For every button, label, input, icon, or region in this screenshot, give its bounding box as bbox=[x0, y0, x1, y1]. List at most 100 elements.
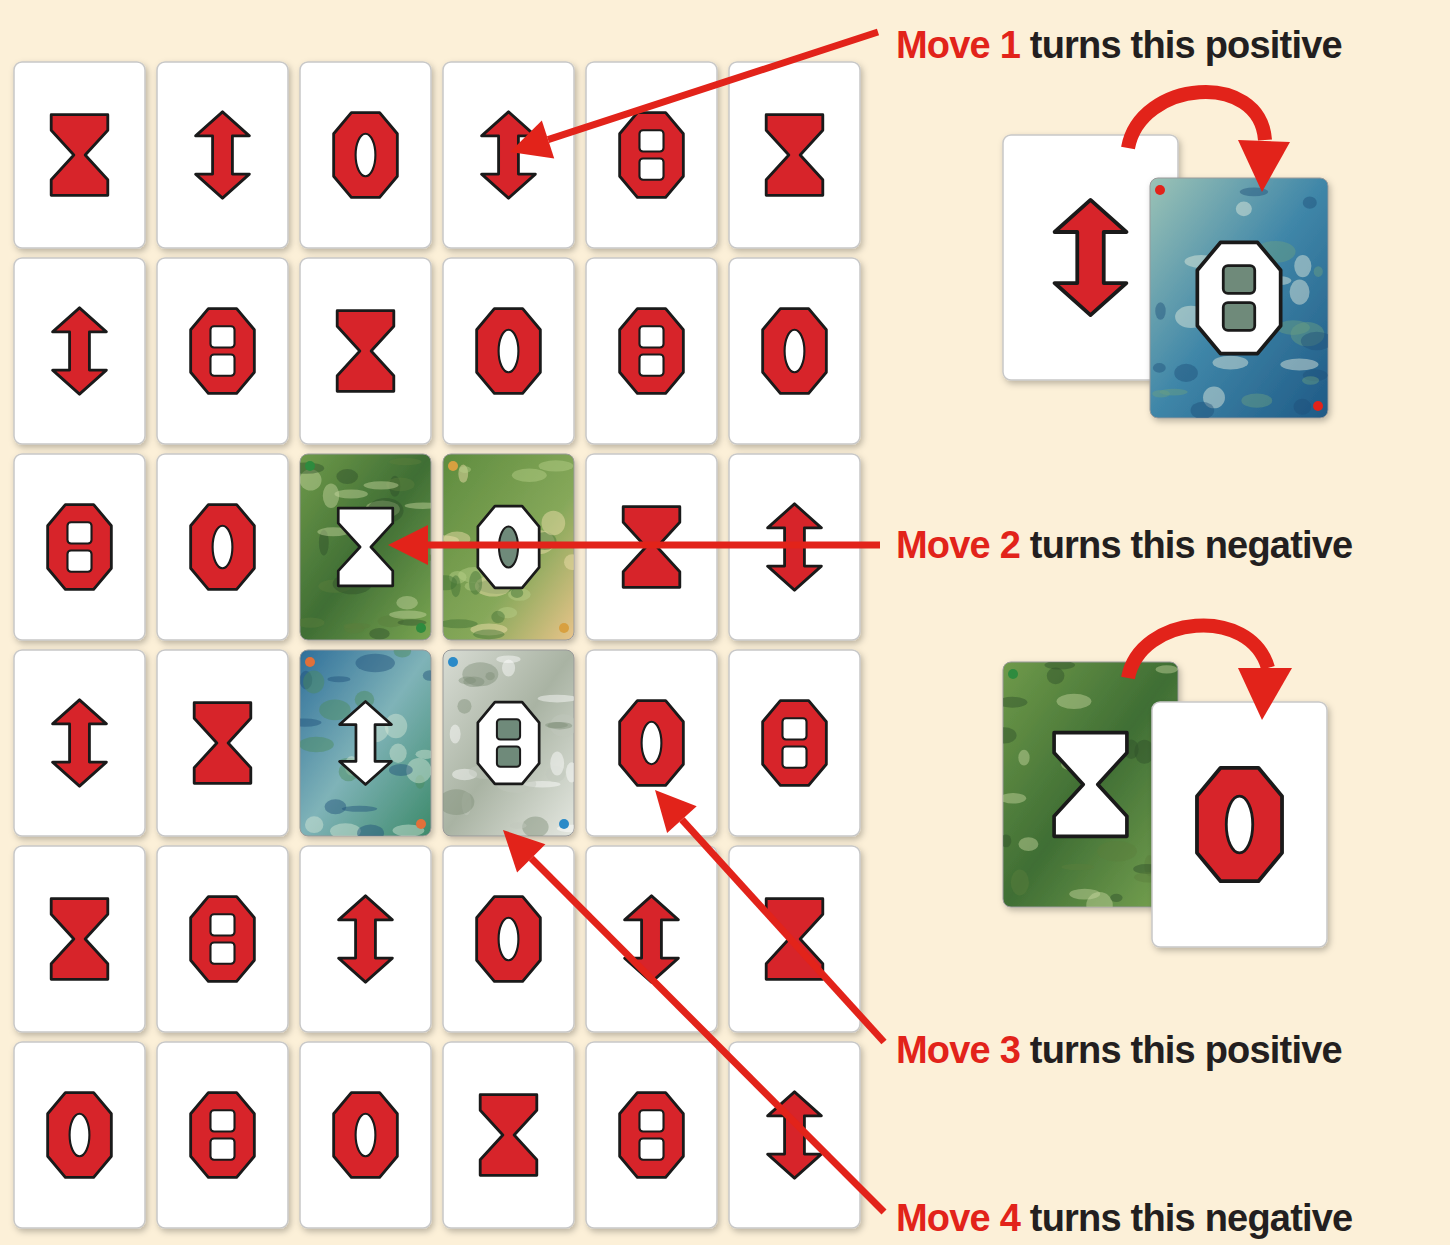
card-texture bbox=[300, 718, 321, 726]
symbol-hole bbox=[639, 326, 663, 347]
spacer bbox=[1020, 1197, 1030, 1239]
card-face bbox=[300, 846, 431, 1032]
symbol-shape bbox=[191, 505, 255, 590]
symbol-hole bbox=[639, 130, 663, 151]
symbol-hole bbox=[67, 522, 91, 543]
plain-card bbox=[300, 1042, 431, 1228]
move-callout: Move 4 turns this negative bbox=[896, 1199, 1352, 1237]
arrowhead bbox=[1238, 140, 1290, 192]
symbol-shape bbox=[53, 700, 107, 786]
card-texture bbox=[541, 511, 565, 535]
card-symbol bbox=[53, 308, 107, 394]
plain-card bbox=[586, 258, 717, 444]
plain-card bbox=[157, 1042, 288, 1228]
symbol-shape bbox=[48, 505, 112, 590]
symbol-shape bbox=[620, 1093, 684, 1178]
symbol-shape bbox=[1197, 242, 1280, 353]
plain-card bbox=[443, 62, 574, 248]
card-texture bbox=[390, 744, 407, 763]
symbol-hole bbox=[210, 326, 234, 347]
card-symbol bbox=[482, 112, 536, 198]
card-texture bbox=[1294, 255, 1311, 277]
corner-icon bbox=[559, 623, 569, 633]
card-face bbox=[443, 846, 574, 1032]
plain-card bbox=[300, 62, 431, 248]
symbol-shape bbox=[766, 115, 823, 196]
card-symbol bbox=[191, 897, 255, 982]
symbol-shape bbox=[51, 899, 108, 980]
card-texture bbox=[550, 751, 564, 775]
symbol-hole bbox=[356, 1114, 376, 1156]
card-texture bbox=[1191, 402, 1215, 418]
symbol-shape bbox=[620, 309, 684, 394]
leader-line bbox=[548, 32, 878, 140]
card-texture bbox=[510, 822, 527, 828]
plain-card bbox=[300, 258, 431, 444]
symbol-hole bbox=[213, 526, 233, 568]
card-face bbox=[157, 846, 288, 1032]
symbol-shape bbox=[482, 112, 536, 198]
symbol-shape bbox=[1197, 768, 1282, 881]
symbol-hole bbox=[499, 918, 519, 960]
card-texture bbox=[1003, 697, 1027, 708]
symbol-shape bbox=[620, 113, 684, 198]
card-texture bbox=[566, 762, 574, 782]
card-symbol bbox=[338, 508, 392, 586]
card-back bbox=[300, 454, 431, 640]
card-texture bbox=[330, 823, 361, 836]
card-face bbox=[443, 1042, 574, 1228]
card-symbol bbox=[763, 309, 827, 394]
move-effect: turns this negative bbox=[1030, 524, 1353, 566]
card-texture bbox=[1290, 280, 1310, 305]
card-texture bbox=[323, 484, 339, 509]
symbol-shape bbox=[478, 702, 539, 784]
plain-card bbox=[14, 258, 145, 444]
card-texture bbox=[405, 503, 431, 509]
plain-card bbox=[586, 846, 717, 1032]
card-texture bbox=[1241, 393, 1272, 407]
flipped-card bbox=[288, 645, 437, 842]
symbol-shape bbox=[337, 311, 394, 392]
symbol-hole bbox=[210, 1110, 234, 1131]
card-texture bbox=[1069, 889, 1100, 900]
symbol-hole bbox=[639, 1139, 663, 1160]
symbol-shape bbox=[1055, 200, 1127, 315]
card-symbol bbox=[1197, 768, 1282, 881]
card-texture bbox=[389, 764, 413, 776]
symbol-hole bbox=[70, 1114, 90, 1156]
card-texture bbox=[457, 699, 471, 714]
plain-card bbox=[586, 650, 717, 836]
card-symbol bbox=[480, 1095, 537, 1176]
arrowhead bbox=[510, 121, 554, 159]
move-number: Move 3 bbox=[896, 1029, 1020, 1071]
symbol-hole bbox=[210, 1139, 234, 1160]
plain-card bbox=[157, 846, 288, 1032]
card-symbol bbox=[334, 1093, 398, 1178]
card-symbol bbox=[625, 896, 679, 982]
arrowhead bbox=[503, 830, 545, 872]
move-number: Move 1 bbox=[896, 24, 1020, 66]
card-texture bbox=[1302, 376, 1319, 384]
plain-card bbox=[729, 1042, 860, 1228]
card-back bbox=[1150, 178, 1328, 418]
card-texture bbox=[334, 490, 367, 499]
card-texture bbox=[443, 619, 478, 628]
card-texture bbox=[305, 816, 323, 833]
card-texture bbox=[1280, 358, 1318, 370]
corner-icon bbox=[448, 657, 458, 667]
card-texture bbox=[1061, 864, 1094, 871]
symbol-shape bbox=[480, 1095, 537, 1176]
plain-card bbox=[14, 62, 145, 248]
card-texture bbox=[389, 611, 426, 619]
card-symbol bbox=[1054, 733, 1127, 837]
card-texture bbox=[538, 695, 574, 703]
card-symbol bbox=[51, 899, 108, 980]
symbol-hole bbox=[67, 551, 91, 572]
card-face bbox=[443, 62, 574, 248]
card-texture bbox=[389, 458, 421, 465]
symbol-shape bbox=[334, 113, 398, 198]
card-face bbox=[14, 62, 145, 248]
card-texture bbox=[1236, 202, 1252, 217]
plain-card bbox=[729, 650, 860, 836]
card-face bbox=[14, 650, 145, 836]
